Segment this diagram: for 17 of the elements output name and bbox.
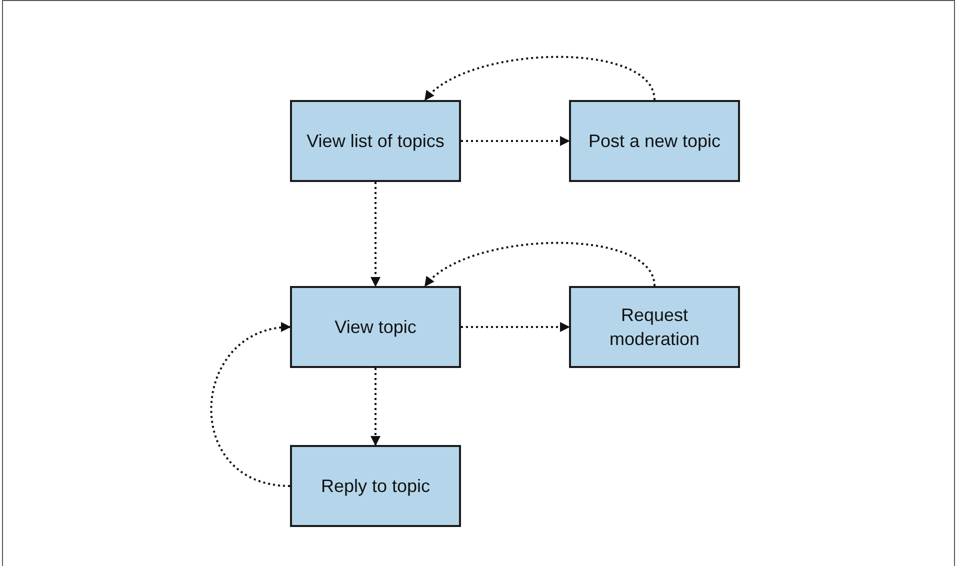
box-label: Reply to topic (320, 475, 430, 498)
box-label: Post a new topic (588, 130, 721, 153)
box-label: View list of topics (306, 130, 444, 153)
arrow (424, 242, 656, 287)
arrow (210, 323, 291, 487)
process-box (569, 286, 740, 368)
arrow (461, 322, 570, 332)
arrow (424, 56, 656, 101)
process-box (290, 445, 461, 527)
process-box (290, 100, 461, 182)
box-label: View topic (334, 316, 416, 339)
arrow (461, 136, 570, 146)
process-box (290, 286, 461, 368)
box-label: Request moderation (608, 304, 701, 351)
arrow (370, 182, 380, 287)
process-box (569, 100, 740, 182)
arrow (370, 368, 380, 446)
